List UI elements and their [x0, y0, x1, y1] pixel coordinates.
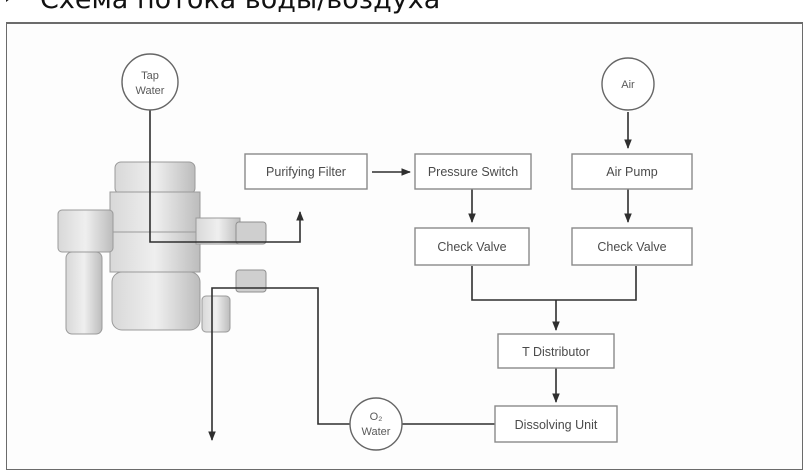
generator-device-illustration [57, 161, 267, 335]
bullet-arrow-icon [6, 0, 14, 2]
title-bar: Схема потока воды/воздуха [0, 0, 807, 16]
flow-lines [149, 110, 637, 441]
o2-water-label-line2: Water [362, 426, 391, 438]
t-distributor-box: T Distributor [497, 333, 615, 369]
air-pump-box: Air Pump [571, 153, 693, 190]
check-valve-right-box: Check Valve [571, 227, 693, 266]
check-valve-left-label: Check Valve [437, 240, 506, 254]
dissolving-unit-label: Dissolving Unit [515, 418, 598, 432]
air-node: Air [601, 57, 655, 111]
line-o2-water-to-outlet [208, 287, 350, 441]
air-label: Air [621, 79, 635, 91]
dissolving-unit-box: Dissolving Unit [494, 405, 618, 443]
t-distributor-label: T Distributor [522, 345, 590, 359]
line-check-valves-merge [471, 266, 637, 301]
o2-water-node: O₂ Water [349, 397, 403, 451]
pressure-switch-label: Pressure Switch [428, 165, 518, 179]
check-valve-right-label: Check Valve [597, 240, 666, 254]
purifying-filter-label: Purifying Filter [266, 165, 346, 179]
check-valve-left-box: Check Valve [414, 227, 530, 266]
air-pump-label: Air Pump [606, 165, 657, 179]
purifying-filter-box: Purifying Filter [244, 153, 368, 190]
line-tap-to-filter [149, 110, 304, 243]
tap-water-node: Tap Water [121, 53, 179, 111]
page-title: Схема потока воды/воздуха [40, 0, 440, 15]
tap-water-label-line2: Water [136, 85, 165, 97]
o2-water-label-line1: O₂ [370, 411, 383, 423]
pressure-switch-box: Pressure Switch [414, 153, 532, 190]
tap-water-label-line1: Tap [141, 70, 159, 82]
